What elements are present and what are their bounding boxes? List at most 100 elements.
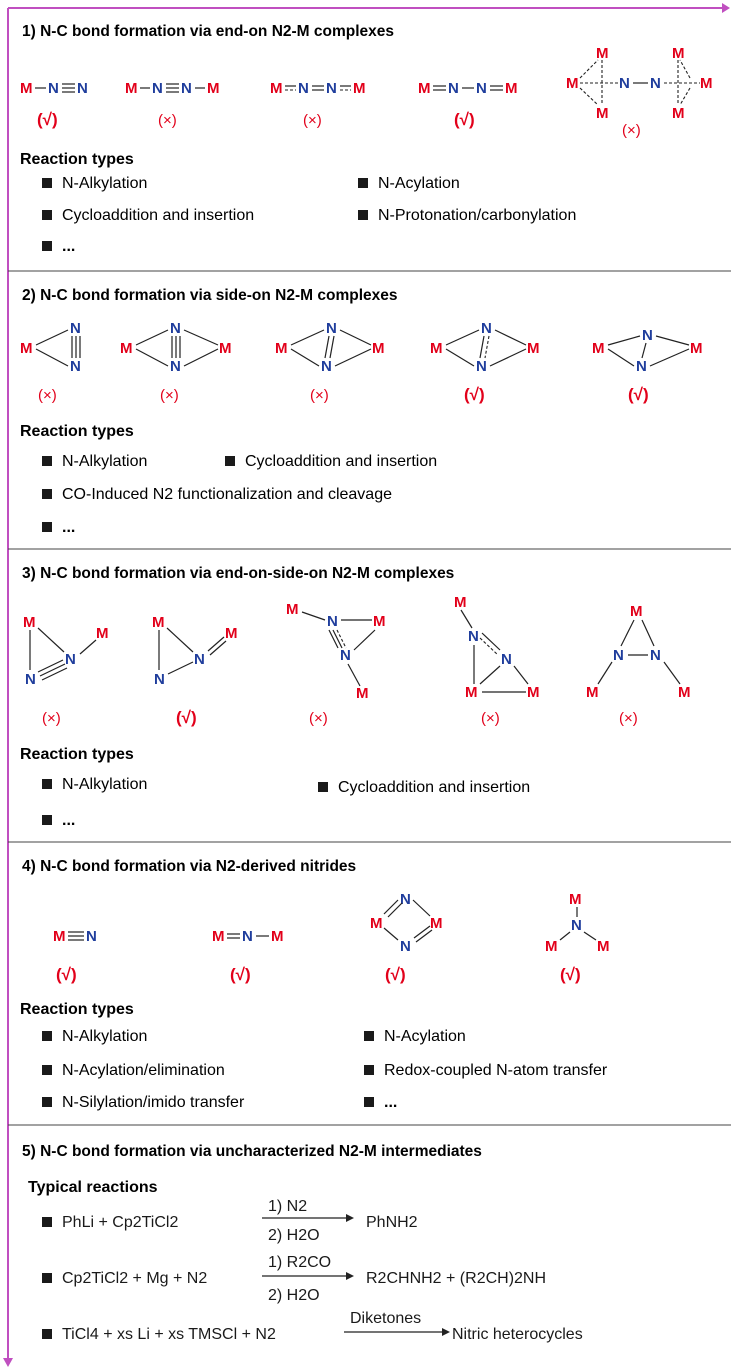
svg-text:M: M: [152, 614, 165, 631]
s3-mark-2: (√): [176, 708, 197, 727]
s5-r1-cond-1: 1) N2: [268, 1198, 307, 1215]
svg-text:M: M: [53, 928, 66, 945]
s5-r2-product: R2CHNH2 + (R2CH)2NH: [366, 1270, 546, 1287]
s2-structure-3: M N N M: [275, 320, 385, 375]
svg-text:N: N: [613, 647, 624, 664]
svg-text:M: M: [592, 340, 605, 357]
s1-structure-3: M N N M: [270, 80, 366, 97]
svg-text:M: M: [596, 105, 609, 122]
svg-text:M: M: [125, 80, 138, 97]
s1-mark-5: (×): [622, 122, 641, 139]
s5-r1-product: PhNH2: [366, 1214, 418, 1231]
svg-text:N: N: [86, 928, 97, 945]
svg-text:M: M: [219, 340, 232, 357]
s2-mark-4: (√): [464, 385, 485, 404]
svg-text:M: M: [96, 625, 109, 642]
svg-text:N: N: [650, 75, 661, 92]
s2-mark-5: (√): [628, 385, 649, 404]
s4-structure-1: M N: [53, 928, 97, 945]
svg-text:N: N: [181, 80, 192, 97]
svg-text:M: M: [286, 601, 299, 618]
s1-mark-3: (×): [303, 112, 322, 129]
svg-text:M: M: [430, 340, 443, 357]
s5-typical-label: Typical reactions: [28, 1179, 158, 1196]
svg-text:M: M: [418, 80, 431, 97]
svg-text:N: N: [65, 651, 76, 668]
svg-text:N: N: [400, 891, 411, 908]
svg-text:M: M: [465, 684, 478, 701]
svg-text:N: N: [242, 928, 253, 945]
left-arrow-head: [3, 1358, 13, 1367]
s4-mark-4: (√): [560, 965, 581, 984]
svg-text:M: M: [630, 603, 643, 620]
svg-text:M: M: [275, 340, 288, 357]
s4-rt-3: N-Acylation/elimination: [62, 1062, 225, 1079]
section-1-title: 1) N-C bond formation via end-on N2-M co…: [22, 23, 394, 40]
s2-structure-4: M N N M: [430, 320, 540, 375]
svg-text:M: M: [225, 625, 238, 642]
svg-text:M: M: [690, 340, 703, 357]
section-2-title: 2) N-C bond formation via side-on N2-M c…: [22, 287, 398, 304]
svg-text:N: N: [326, 80, 337, 97]
s4-structure-4: M N M M: [545, 891, 610, 955]
svg-text:M: M: [597, 938, 610, 955]
svg-text:M: M: [672, 45, 685, 62]
s5-r3-reactants: TiCl4 + xs Li + xs TMSCl + N2: [62, 1326, 276, 1343]
section-3-title: 3) N-C bond formation via end-on-side-on…: [22, 565, 454, 582]
s2-rt-3: CO-Induced N2 functionalization and clea…: [62, 486, 392, 503]
s1-rt-4: N-Protonation/carbonylation: [378, 207, 576, 224]
svg-text:N: N: [77, 80, 88, 97]
svg-text:M: M: [372, 340, 385, 357]
s1-rt-2: N-Acylation: [378, 175, 460, 192]
svg-text:M: M: [454, 594, 467, 611]
s2-reaction-types-label: Reaction types: [20, 423, 134, 440]
svg-text:M: M: [370, 915, 383, 932]
s1-mark-1: (√): [37, 110, 58, 129]
s2-rt-2: Cycloaddition and insertion: [245, 453, 437, 470]
s1-mark-2: (×): [158, 112, 177, 129]
svg-text:N: N: [468, 628, 479, 645]
svg-text:M: M: [672, 105, 685, 122]
s3-rt-1: N-Alkylation: [62, 776, 147, 793]
s2-mark-1: (×): [38, 387, 57, 404]
s3-structure-2: M M N N: [152, 614, 238, 688]
s3-rt-3: ...: [62, 812, 75, 829]
svg-text:N: N: [70, 358, 81, 375]
s4-mark-2: (√): [230, 965, 251, 984]
s4-rt-2: N-Acylation: [384, 1028, 466, 1045]
s3-mark-1: (×): [42, 710, 61, 727]
s1-reaction-types-label: Reaction types: [20, 151, 134, 168]
s2-structure-2: M N N M: [120, 320, 232, 375]
svg-text:M: M: [527, 684, 540, 701]
svg-text:N: N: [636, 358, 647, 375]
svg-text:M: M: [545, 938, 558, 955]
svg-text:N: N: [321, 358, 332, 375]
s1-mark-4: (√): [454, 110, 475, 129]
svg-text:M: M: [20, 80, 33, 97]
svg-text:M: M: [353, 80, 366, 97]
s5-r2-reactants: Cp2TiCl2 + Mg + N2: [62, 1270, 207, 1287]
s4-rt-4: Redox-coupled N-atom transfer: [384, 1062, 608, 1079]
svg-text:M: M: [505, 80, 518, 97]
section-4-title: 4) N-C bond formation via N2-derived nit…: [22, 858, 356, 875]
svg-text:N: N: [48, 80, 59, 97]
s3-reaction-types-label: Reaction types: [20, 746, 134, 763]
s5-r1-cond-2: 2) H2O: [268, 1227, 320, 1244]
svg-text:N: N: [476, 80, 487, 97]
section-5-title: 5) N-C bond formation via uncharacterize…: [22, 1143, 482, 1160]
s2-mark-2: (×): [160, 387, 179, 404]
s1-rt-1: N-Alkylation: [62, 175, 147, 192]
s2-mark-3: (×): [310, 387, 329, 404]
s5-r2-cond-2: 2) H2O: [268, 1287, 320, 1304]
svg-text:M: M: [23, 614, 36, 631]
s1-structure-5: M M M N N M M M: [566, 45, 713, 122]
svg-text:N: N: [481, 320, 492, 337]
svg-text:M: M: [271, 928, 284, 945]
svg-text:M: M: [373, 613, 386, 630]
svg-text:M: M: [678, 684, 691, 701]
svg-text:M: M: [430, 915, 443, 932]
s2-rt-4: ...: [62, 519, 75, 536]
s4-structure-2: M N M: [212, 928, 284, 945]
s2-structure-1: M N N: [20, 320, 81, 375]
